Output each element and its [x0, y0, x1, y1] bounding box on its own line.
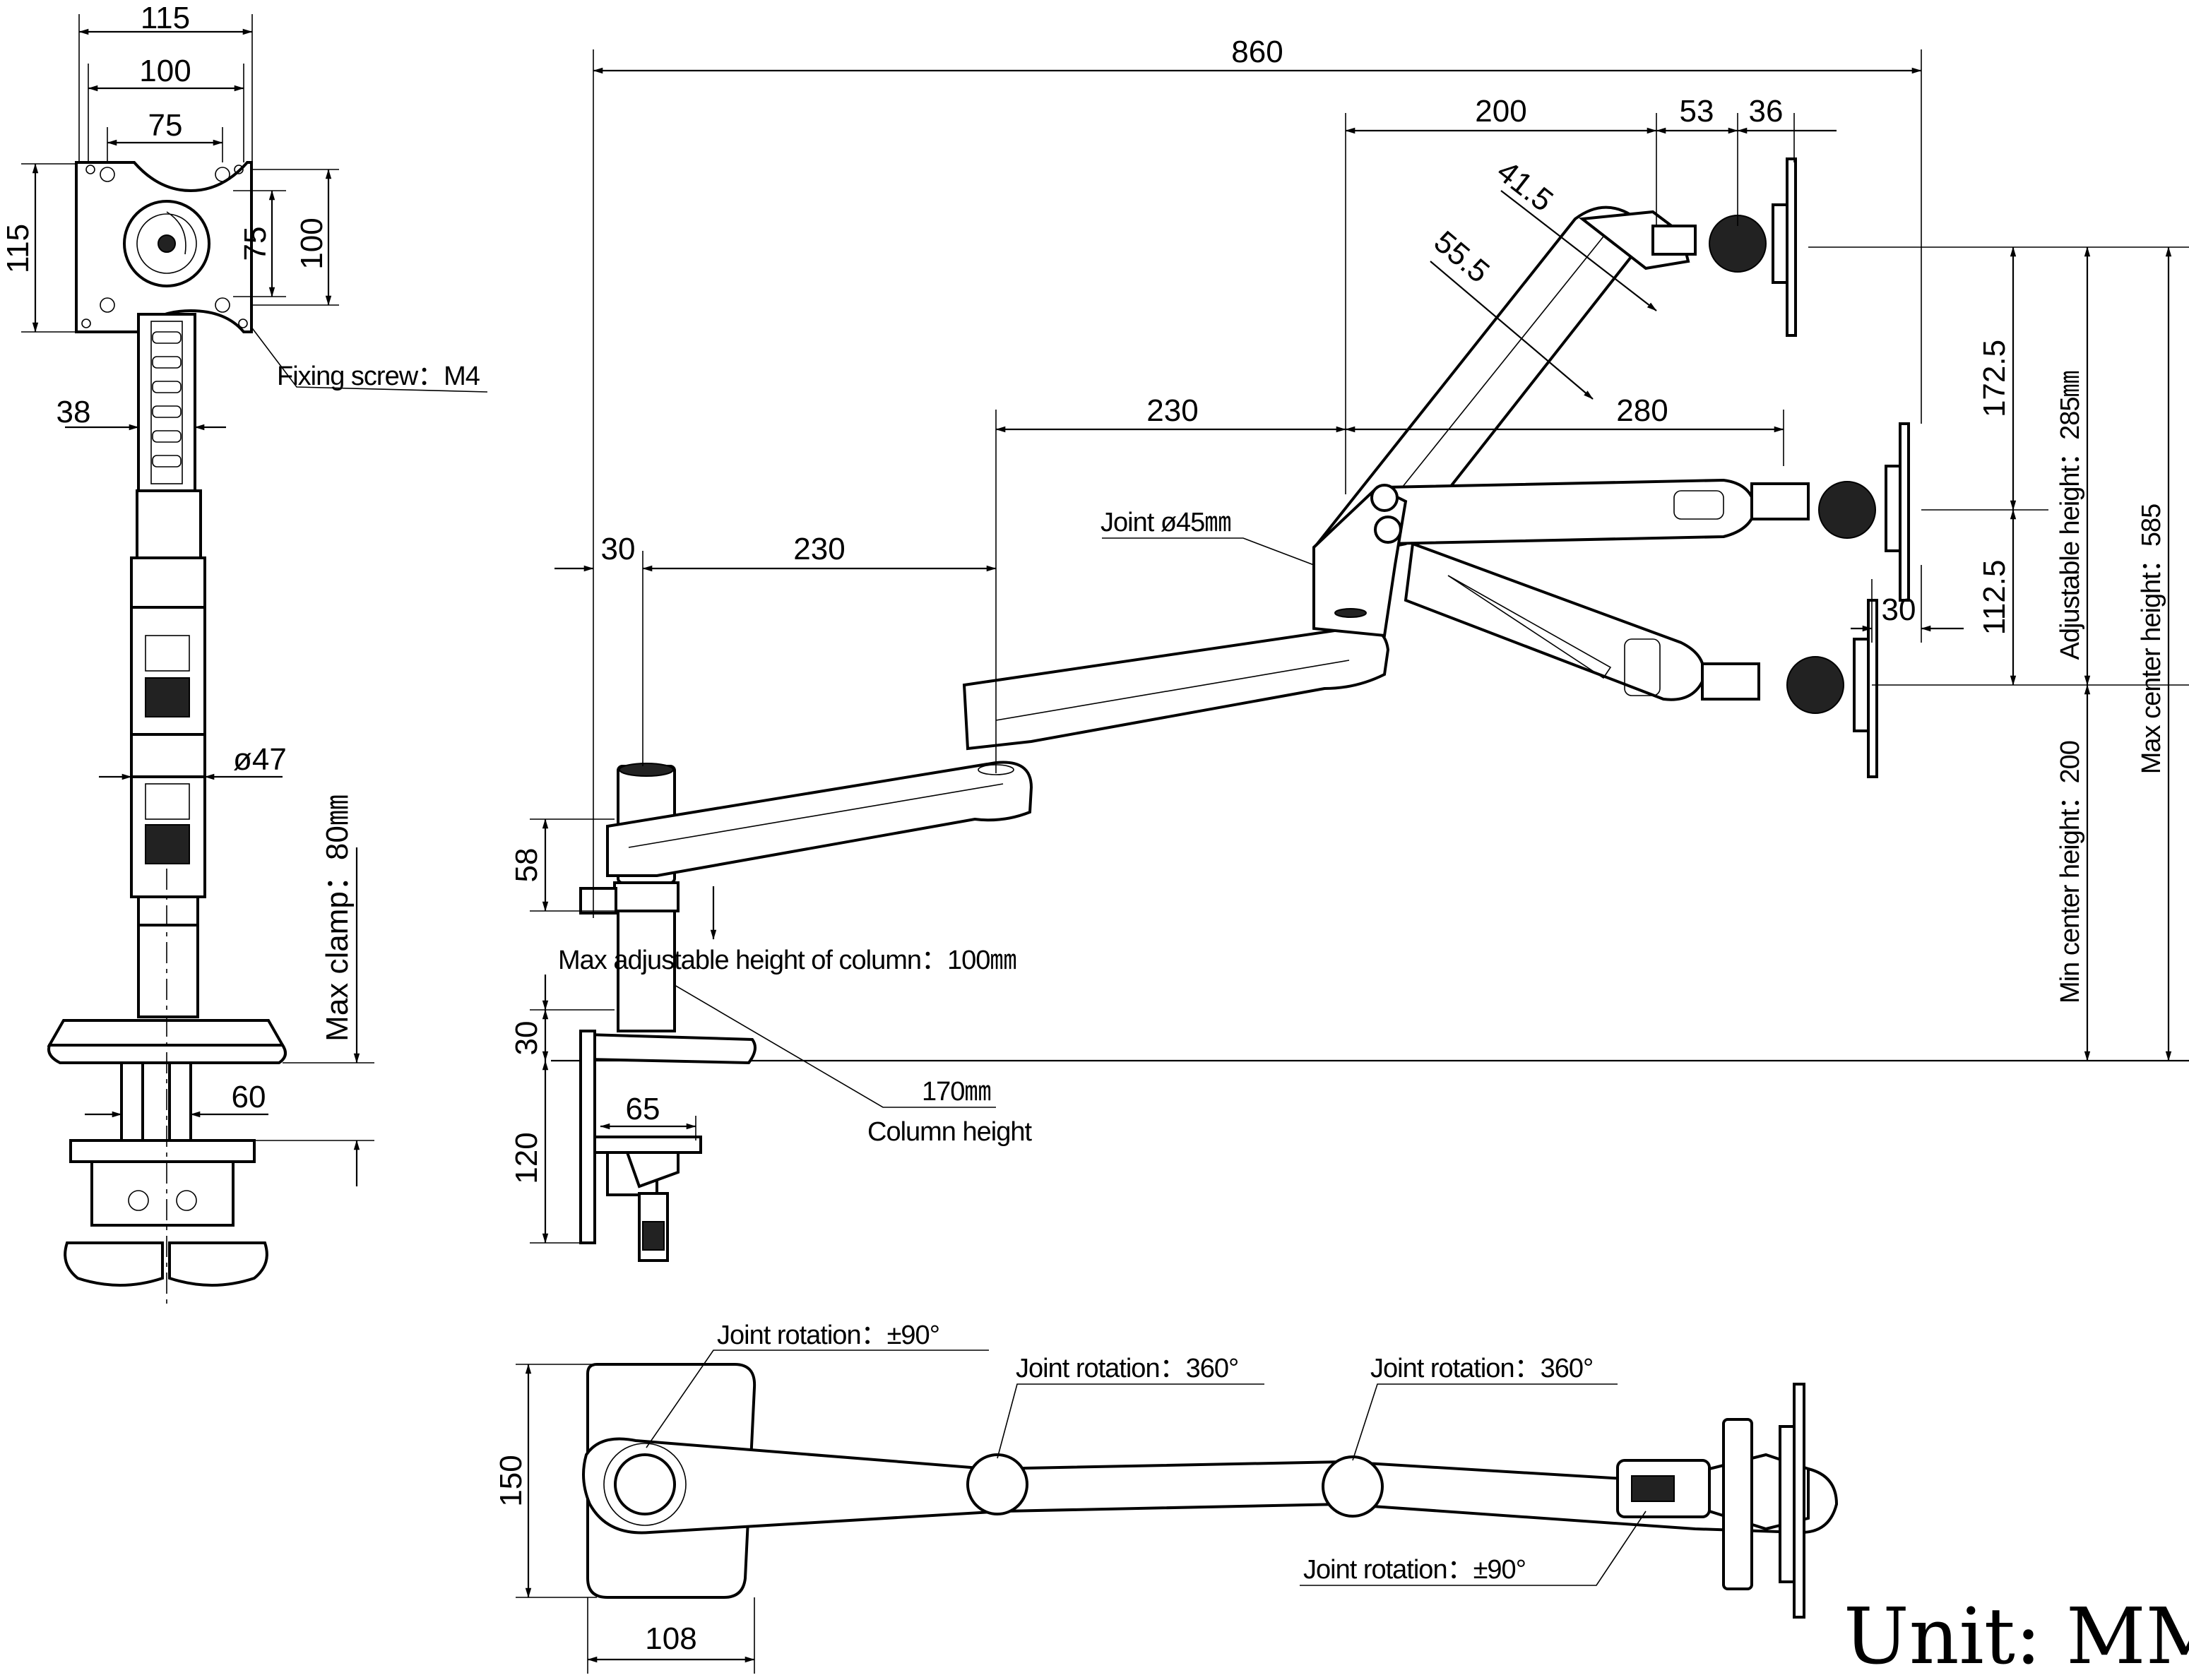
- dim-53: 53: [1680, 94, 1714, 129]
- rotation-base-label: Joint rotation：±90°: [717, 1321, 939, 1350]
- dim-230-upper: 230: [1146, 393, 1198, 428]
- dim-diameter-47: ø47: [233, 742, 287, 777]
- side-upper-arm-level: [1383, 422, 1910, 602]
- dim-280: 280: [1616, 393, 1668, 428]
- dim-230-lower: 230: [793, 532, 845, 566]
- top-joint-mid1: [966, 1453, 1028, 1515]
- side-dim-text: 860 200 53 36 41.5 55.5 230 280 30 230 J…: [509, 35, 2166, 1184]
- front-dim-text: 115 100 75 115 75 100 Fixing screw：M4 38…: [1, 1, 481, 1114]
- adjustable-height-label: Adjustable height：285㎜: [2055, 371, 2085, 660]
- top-view: Joint rotation：±90° Joint rotation：360° …: [494, 1321, 1839, 1674]
- front-view: 115 100 75 115 75 100 Fixing screw：M4 38…: [1, 1, 488, 1306]
- side-elbow-joint: [1312, 484, 1408, 638]
- dim-100-top: 100: [139, 54, 191, 88]
- top-joint-base: [614, 1453, 676, 1515]
- front-arm: [130, 313, 206, 1018]
- max-clamp-label: Max clamp：80㎜: [320, 794, 355, 1042]
- dim-58: 58: [509, 848, 544, 883]
- dim-38: 38: [57, 395, 91, 429]
- dim-75-right: 75: [238, 227, 273, 261]
- dim-75-top: 75: [148, 108, 183, 143]
- dim-108: 108: [645, 1621, 696, 1656]
- top-monitor-plate: [1793, 1383, 1805, 1619]
- top-dimensions: [516, 1350, 1647, 1674]
- vesa-plate: [75, 161, 253, 333]
- front-clamp: [47, 1019, 287, 1287]
- dim-60: 60: [232, 1080, 266, 1114]
- dim-55-5: 55.5: [1428, 225, 1496, 290]
- max-column-label: Max adjustable height of column：100㎜: [558, 946, 1016, 975]
- dim-36: 36: [1749, 94, 1784, 129]
- dim-100-right: 100: [295, 218, 329, 269]
- dim-65: 65: [626, 1092, 660, 1126]
- dim-115-left: 115: [1, 224, 35, 273]
- fixing-screw-label: Fixing screw：M4: [277, 362, 480, 391]
- min-center-height-label: Min center height：200: [2055, 741, 2085, 1003]
- front-dimensions: [21, 14, 488, 1306]
- top-arm-body: [582, 1437, 1839, 1535]
- dim-120: 120: [509, 1132, 544, 1184]
- top-joint-mid2: [1322, 1455, 1384, 1518]
- rotation-mid1-label: Joint rotation：360°: [1016, 1354, 1238, 1383]
- rotation-head-label: Joint rotation：±90°: [1303, 1555, 1526, 1585]
- dim-860: 860: [1231, 35, 1283, 69]
- side-upper-arm-raised: [1315, 157, 1797, 560]
- unit-label: Unit: MM: [1844, 1591, 2189, 1676]
- dim-30-left: 30: [601, 532, 636, 566]
- dim-112-5: 112.5: [1977, 560, 2012, 636]
- dim-30-right: 30: [1882, 592, 1916, 627]
- side-column: [579, 763, 757, 1262]
- top-dim-text: Joint rotation：±90° Joint rotation：360° …: [494, 1321, 1594, 1656]
- joint-diameter-label: Joint ø45㎜: [1101, 508, 1230, 537]
- column-height-label: Column height: [867, 1117, 1032, 1147]
- side-upper-arm-lowered: [1404, 542, 1878, 778]
- max-center-height-label: Max center height：585: [2137, 504, 2166, 774]
- dim-30-bottom: 30: [509, 1021, 544, 1056]
- side-dimensions: [530, 49, 2189, 1244]
- dim-200: 200: [1475, 94, 1526, 129]
- rotation-mid2-label: Joint rotation：360°: [1370, 1354, 1593, 1383]
- column-height-value: 170㎜: [922, 1077, 990, 1107]
- dim-150: 150: [494, 1455, 528, 1506]
- dim-115-top: 115: [141, 1, 190, 35]
- side-lower-arm: [606, 761, 1033, 877]
- side-view: 860 200 53 36 41.5 55.5 230 280 30 230 J…: [509, 35, 2189, 1262]
- dim-172-5: 172.5: [1977, 340, 2012, 417]
